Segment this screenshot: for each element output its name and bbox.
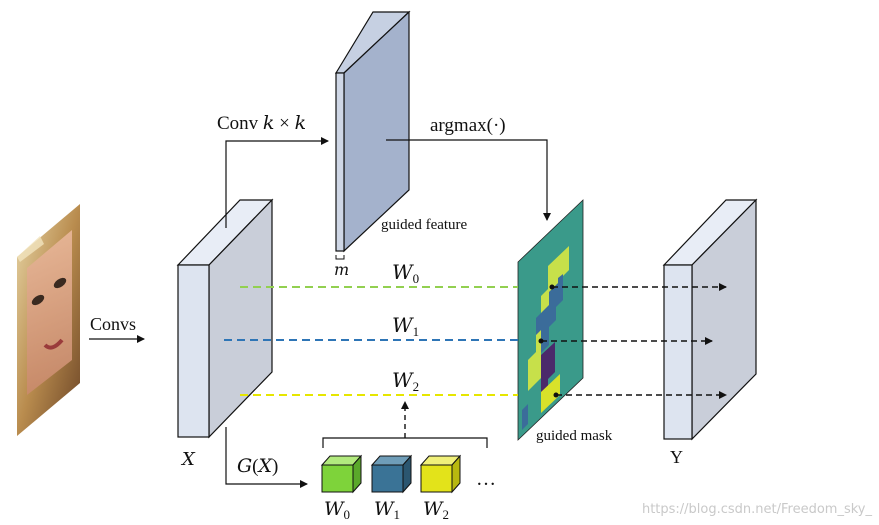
guided-feature-label: guided feature	[381, 217, 468, 233]
svg-text:𝑊1: 𝑊1	[374, 499, 400, 522]
cube-icon	[370, 454, 413, 494]
convs-label: Convs	[90, 314, 136, 334]
cube-icon	[419, 454, 462, 494]
w1-line-label: 𝑊1	[392, 315, 419, 339]
guided-feature-slab	[334, 10, 411, 253]
watermark: https://blog.csdn.net/Freedom_sky_	[642, 502, 873, 517]
svg-text:𝑊2: 𝑊2	[423, 499, 449, 522]
output-arrows	[538, 283, 727, 399]
argmax-arrow	[386, 139, 551, 221]
feature-map-y	[662, 198, 758, 441]
conv-arrow	[225, 137, 329, 228]
cube-w1-label: 𝑊1	[374, 499, 400, 522]
gx-arrow	[225, 427, 308, 488]
feature-map-x	[176, 198, 274, 439]
svg-text:𝑊0: 𝑊0	[324, 499, 350, 522]
gx-label: 𝐺(𝑋)	[237, 456, 278, 477]
ellipsis-label: …	[476, 468, 496, 490]
guided-mask	[517, 199, 584, 441]
y-label: Y	[670, 447, 683, 467]
cube-w2-label: 𝑊2	[423, 499, 449, 522]
svg-text:𝑊2: 𝑊2	[392, 370, 419, 394]
cube-w0-label: 𝑊0	[324, 499, 350, 522]
svg-text:𝑊0: 𝑊0	[392, 262, 419, 286]
x-label: 𝑋	[180, 449, 196, 469]
conv-kxk-label: Conv 𝑘 × 𝑘	[217, 113, 306, 134]
w2-line-label: 𝑊2	[392, 370, 419, 394]
m-bracket	[335, 255, 345, 260]
w0-line-label: 𝑊0	[392, 262, 419, 286]
guided-mask-label: guided mask	[536, 428, 613, 444]
cube-icon	[320, 454, 363, 494]
cubes-bracket	[322, 437, 488, 448]
face-photo-icon	[17, 204, 80, 436]
m-label: 𝑚	[334, 262, 349, 279]
svg-text:𝑊1: 𝑊1	[392, 315, 419, 339]
argmax-label: argmax(·)	[430, 115, 506, 136]
